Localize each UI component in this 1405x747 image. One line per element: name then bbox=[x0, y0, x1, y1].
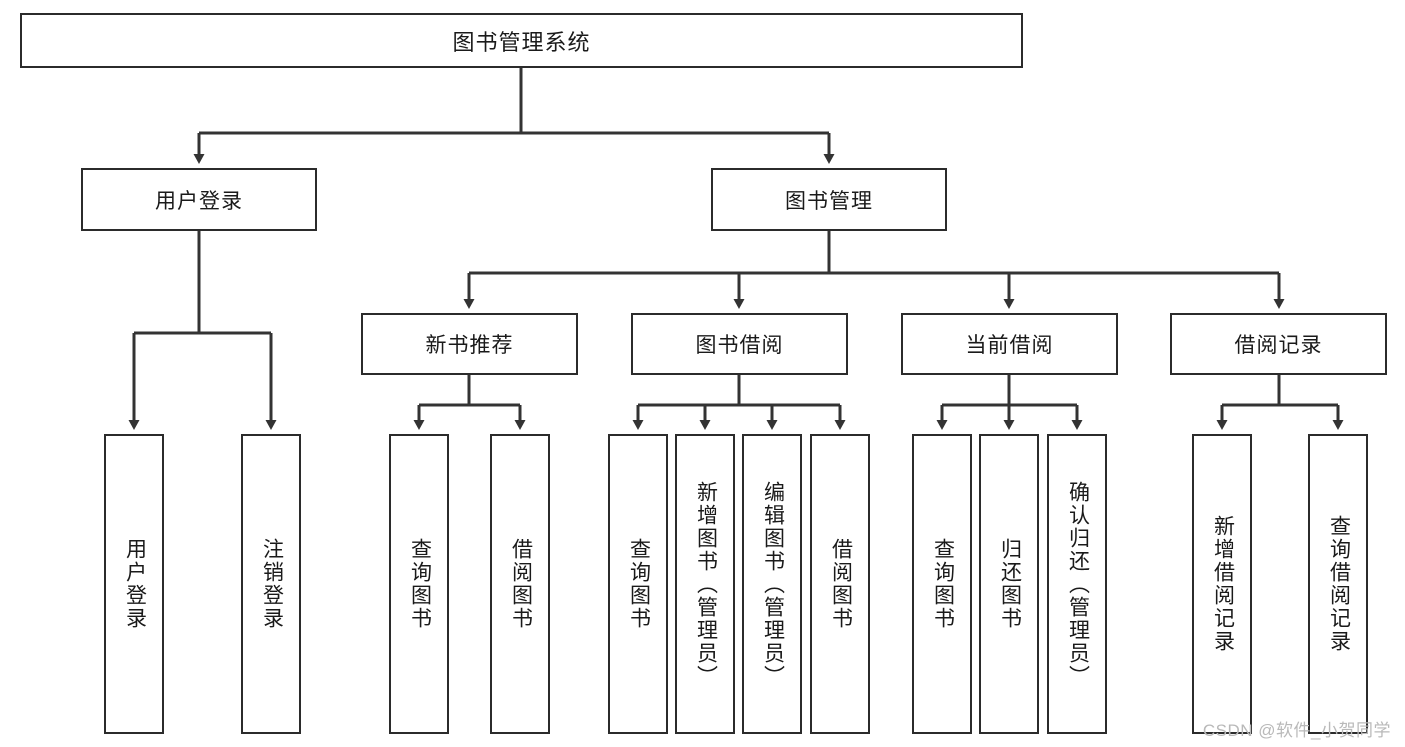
node-book-management[interactable]: 图书管理 bbox=[711, 168, 947, 231]
leaf-book-borrow-add-book-admin[interactable]: 新增图书（管理员） bbox=[675, 434, 735, 734]
node-root-book-management-system[interactable]: 图书管理系统 bbox=[20, 13, 1023, 68]
leaf-user-login-logout[interactable]: 注销登录 bbox=[241, 434, 301, 734]
leaf-label: 新增借阅记录 bbox=[1211, 515, 1235, 653]
leaf-label: 借阅图书 bbox=[829, 538, 853, 630]
leaf-label: 借阅图书 bbox=[509, 538, 533, 630]
node-book-borrow[interactable]: 图书借阅 bbox=[631, 313, 848, 375]
leaf-label: 编辑图书（管理员） bbox=[761, 480, 785, 688]
leaf-book-borrow-query-book[interactable]: 查询图书 bbox=[608, 434, 668, 734]
leaf-label: 用户登录 bbox=[123, 538, 147, 630]
watermark: CSDN @软件_小贺同学 bbox=[1202, 721, 1391, 740]
leaf-current-borrow-confirm-return-admin[interactable]: 确认归还（管理员） bbox=[1047, 434, 1107, 734]
leaf-label: 新增图书（管理员） bbox=[694, 480, 718, 688]
leaf-label: 归还图书 bbox=[998, 538, 1022, 630]
leaf-new-book-borrow-book[interactable]: 借阅图书 bbox=[490, 434, 550, 734]
leaf-label: 查询图书 bbox=[627, 538, 651, 630]
leaf-borrow-record-add-record[interactable]: 新增借阅记录 bbox=[1192, 434, 1252, 734]
leaf-new-book-query-book[interactable]: 查询图书 bbox=[389, 434, 449, 734]
node-label: 图书管理系统 bbox=[452, 29, 591, 55]
leaf-borrow-record-query-record[interactable]: 查询借阅记录 bbox=[1308, 434, 1368, 734]
node-label: 当前借阅 bbox=[965, 334, 1054, 357]
leaf-label: 查询图书 bbox=[931, 538, 955, 630]
node-label: 用户登录 bbox=[155, 189, 243, 213]
node-user-login[interactable]: 用户登录 bbox=[81, 168, 317, 231]
leaf-user-login-login[interactable]: 用户登录 bbox=[104, 434, 164, 734]
node-new-book-recommend[interactable]: 新书推荐 bbox=[361, 313, 578, 375]
leaf-label: 查询图书 bbox=[408, 538, 432, 630]
leaf-label: 注销登录 bbox=[260, 538, 284, 630]
node-label: 图书管理 bbox=[785, 189, 873, 213]
leaf-book-borrow-edit-book-admin[interactable]: 编辑图书（管理员） bbox=[742, 434, 802, 734]
leaf-current-borrow-query-book[interactable]: 查询图书 bbox=[912, 434, 972, 734]
leaf-label: 查询借阅记录 bbox=[1327, 515, 1351, 653]
node-borrow-record[interactable]: 借阅记录 bbox=[1170, 313, 1387, 375]
node-label: 借阅记录 bbox=[1234, 334, 1323, 357]
leaf-label: 确认归还（管理员） bbox=[1066, 480, 1090, 688]
leaf-current-borrow-return-book[interactable]: 归还图书 bbox=[979, 434, 1039, 734]
node-current-borrow[interactable]: 当前借阅 bbox=[901, 313, 1118, 375]
node-label: 图书借阅 bbox=[695, 334, 784, 357]
leaf-book-borrow-borrow-book[interactable]: 借阅图书 bbox=[810, 434, 870, 734]
node-label: 新书推荐 bbox=[425, 334, 514, 357]
